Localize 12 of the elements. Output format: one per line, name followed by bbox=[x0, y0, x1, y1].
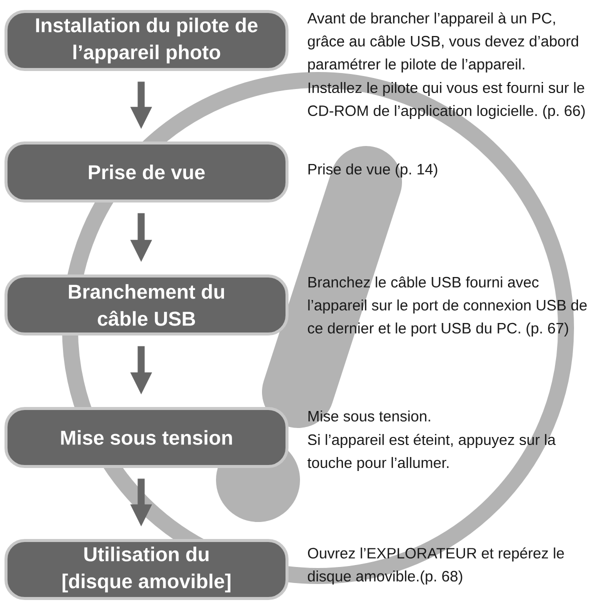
description-text: Installez le pilote qui vous est fourni sur le CD-ROM de l’application logicielle. (p. 66) bbox=[308, 82, 585, 120]
step-box: Prise de vue bbox=[4, 142, 288, 202]
description-text: Prise de vue (p. 14) bbox=[308, 164, 438, 178]
step-box: Mise sous tension bbox=[4, 407, 288, 468]
step-box: Branchement du câble USB bbox=[4, 274, 288, 336]
description-text: Avant de brancher l’appareil à un PC, grâce au câble USB, vous devez d’abord paramétrer le pilote de l’appareil. bbox=[307, 12, 578, 72]
step-box: Utilisation du [disque amovible] bbox=[4, 539, 288, 600]
description-text: Branchez le câble USB fourni avec l’appareil sur le port de connexion USB de ce dernier et le port USB du PC. (p. 67) bbox=[308, 276, 587, 336]
description-text: Mise sous tension. bbox=[308, 410, 430, 422]
description-text: Ouvrez l’EXPLORATEUR et repérez le disque amovible.(p. 68) bbox=[308, 547, 564, 584]
step-box: Installation du pilote de l’appareil photo bbox=[4, 10, 288, 71]
description-text: Si l’appareil est éteint, appuyez sur la touche pour l’allumer. bbox=[308, 434, 556, 472]
